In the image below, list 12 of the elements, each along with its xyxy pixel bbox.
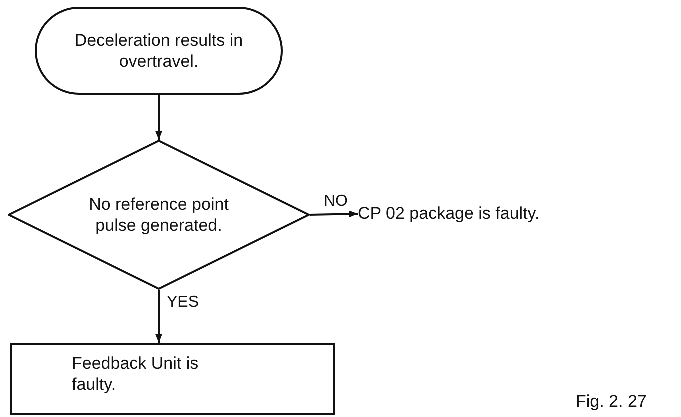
arrow bbox=[155, 290, 163, 343]
node-text: Feedback Unit is faulty. bbox=[72, 353, 200, 395]
arrow bbox=[155, 95, 163, 140]
node-text: CP 02 package is faulty. bbox=[358, 203, 540, 224]
node-text: Deceleration results in overtravel. bbox=[74, 30, 244, 72]
process-box bbox=[10, 343, 335, 415]
figure-number: Fig. 2. 27 bbox=[574, 392, 649, 412]
edge-label: NO bbox=[322, 193, 350, 211]
terminator-box bbox=[35, 7, 283, 95]
arrow bbox=[310, 210, 358, 218]
decision-diamond bbox=[8, 140, 310, 290]
node-text: No reference point pulse generated. bbox=[88, 194, 230, 236]
